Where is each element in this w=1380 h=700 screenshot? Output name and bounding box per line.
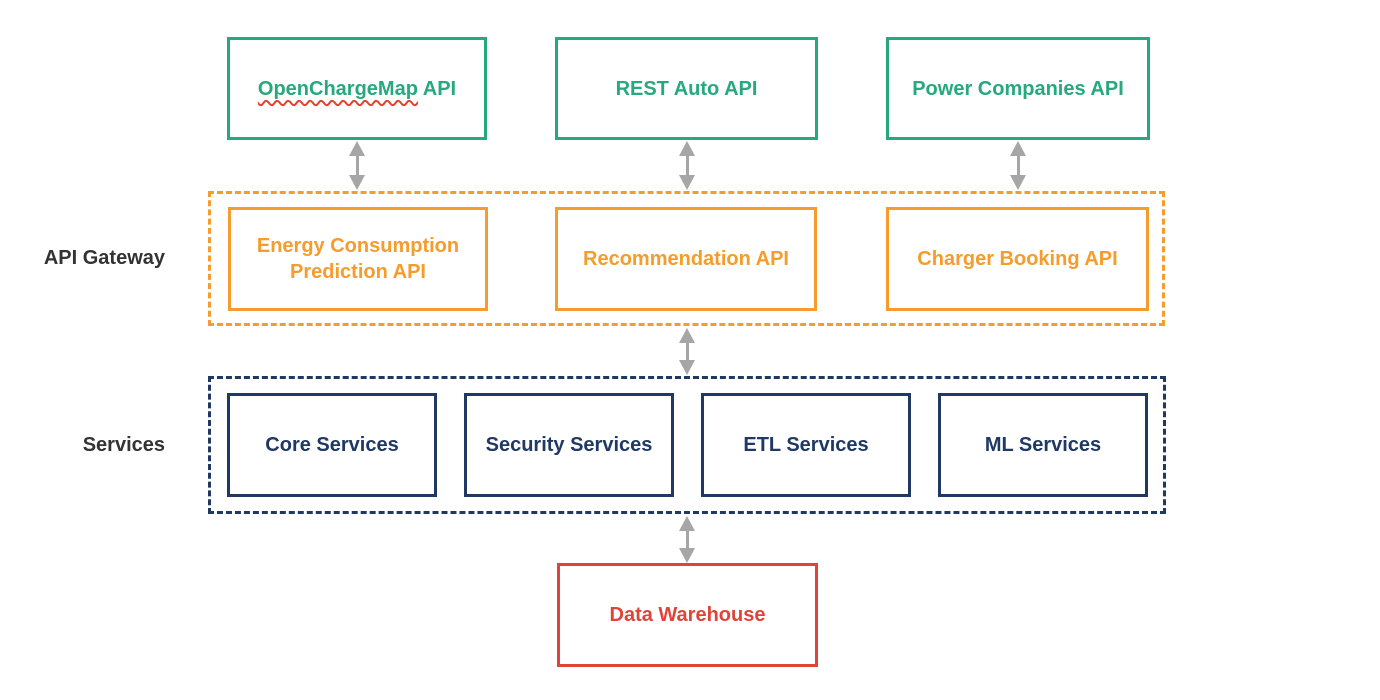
- arrowhead-up-icon: [679, 328, 695, 343]
- arrow-shaft: [1016, 155, 1020, 176]
- gateway-box-charger-booking: Charger Booking API: [886, 207, 1149, 311]
- arrowhead-down-icon: [349, 175, 365, 190]
- service-box-ml: ML Services: [938, 393, 1148, 497]
- service-box-security: Security Services: [464, 393, 674, 497]
- gateway-box-energy-consumption-prediction: Energy Consumption Prediction API: [228, 207, 488, 311]
- double-arrow-gateway-services: [679, 328, 695, 375]
- box-label: Energy Consumption Prediction API: [256, 235, 460, 283]
- services-container: [208, 376, 1166, 514]
- double-arrow-services-warehouse: [679, 516, 695, 563]
- arrow-shaft: [685, 342, 689, 361]
- box-label: Security Services: [485, 434, 653, 456]
- data-warehouse-box: Data Warehouse: [557, 563, 818, 667]
- arrowhead-down-icon: [679, 175, 695, 190]
- box-label: ETL Services: [743, 434, 869, 456]
- arrowhead-down-icon: [679, 360, 695, 375]
- arrowhead-up-icon: [679, 516, 695, 531]
- arrow-shaft: [685, 155, 689, 176]
- service-box-etl: ETL Services: [701, 393, 911, 497]
- box-label: Recommendation API: [583, 248, 789, 270]
- service-box-core: Core Services: [227, 393, 437, 497]
- box-label: Power Companies API: [912, 77, 1124, 100]
- arrow-shaft: [685, 530, 689, 549]
- double-arrow-openchargemap-gateway: [349, 141, 365, 190]
- arrowhead-up-icon: [349, 141, 365, 156]
- box-label: REST Auto API: [615, 77, 758, 100]
- box-label: Data Warehouse: [609, 604, 766, 626]
- external-api-box-openchargemap: OpenChargeMap API: [227, 37, 487, 140]
- box-label: ML Services: [984, 434, 1102, 456]
- api-gateway-container: [208, 191, 1165, 326]
- spellcheck-flagged-word: OpenChargeMap: [257, 77, 418, 100]
- double-arrow-powercompanies-gateway: [1010, 141, 1026, 190]
- box-label: Core Services: [265, 434, 399, 456]
- arrowhead-down-icon: [1010, 175, 1026, 190]
- arrow-shaft: [355, 155, 359, 176]
- box-label-rest: API: [417, 77, 457, 100]
- arrowhead-up-icon: [679, 141, 695, 156]
- arrowhead-up-icon: [1010, 141, 1026, 156]
- box-label: Charger Booking API: [917, 248, 1118, 270]
- external-api-box-rest-auto: REST Auto API: [555, 37, 818, 140]
- double-arrow-restauto-gateway: [679, 141, 695, 190]
- services-layer-label: Services: [82, 433, 165, 456]
- box-label: OpenChargeMap API: [258, 76, 456, 102]
- arrowhead-down-icon: [679, 548, 695, 563]
- gateway-box-recommendation: Recommendation API: [555, 207, 817, 311]
- api-gateway-layer-label: API Gateway: [43, 247, 165, 269]
- external-api-box-power-companies: Power Companies API: [886, 37, 1150, 140]
